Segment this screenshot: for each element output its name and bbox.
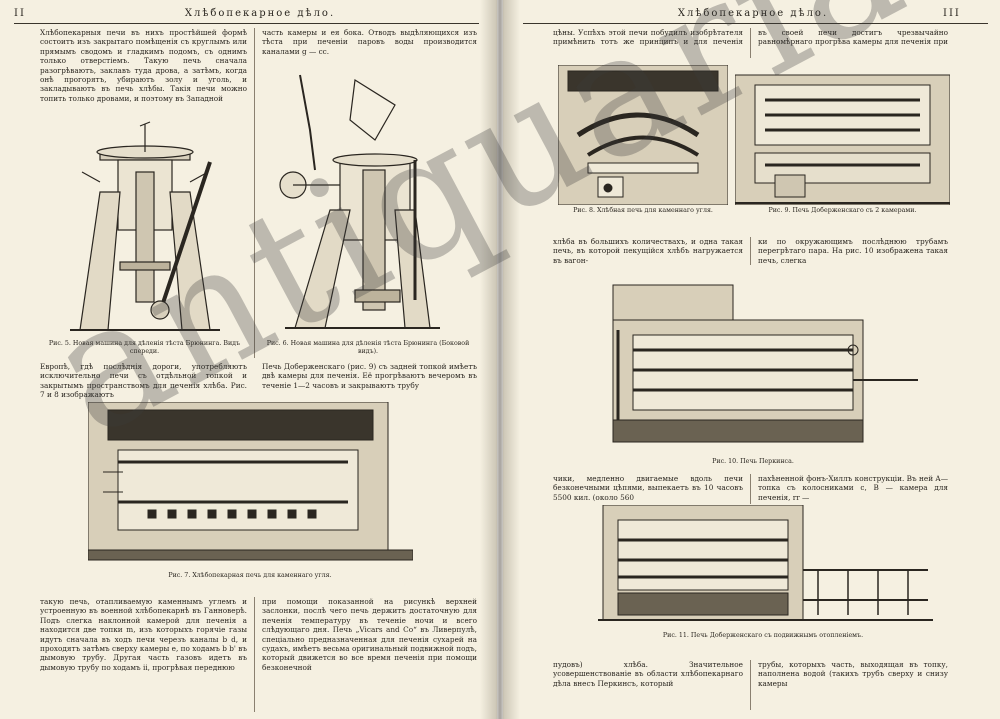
right-col1-bottom: пудовъ) хлѣба. Значительное усовершенств…	[553, 660, 743, 688]
figure-11-caption: Рис. 11. Печь Доберженскаго съ подвижным…	[662, 632, 864, 639]
figure-8-coal-bread-oven	[558, 65, 728, 205]
left-col1-bottom: такую печь, отапливаемую каменнымъ углем…	[40, 597, 247, 672]
column-divider	[254, 28, 255, 358]
left-page-number: II	[14, 8, 26, 19]
left-page: II Хлѣбопекарное дѣло. Хлѣбопекарныя печ…	[0, 0, 497, 719]
right-col2-low: пахѣненной фонъ-Хиллъ конструкціи. Въ не…	[758, 474, 948, 502]
book-gutter	[480, 0, 520, 719]
header-rule	[523, 23, 988, 24]
left-col1-mid: Европѣ, гдѣ послѣднія дороги, употребляю…	[40, 362, 247, 400]
figure-9-caption: Рис. 9. Печь Доберженскаго съ 2 камерами…	[768, 207, 917, 214]
figure-6-dough-divider-side	[279, 74, 440, 329]
right-col1-low: чики, медленно двигаемые вдоль печи безк…	[553, 474, 743, 502]
figure-5-dough-divider-front	[70, 121, 220, 331]
column-divider	[254, 597, 255, 712]
figure-7-coal-bread-oven	[88, 402, 413, 561]
figure-7-caption: Рис. 7. Хлѣбопекарная печь для каменнаго…	[168, 572, 332, 579]
right-page-number: III	[943, 8, 961, 19]
left-col2-bottom: при помощи показанной на рисункѣ верхней…	[262, 597, 477, 672]
right-page: Хлѣбопекарное дѣло. III цѣны. Успѣхъ это…	[503, 0, 1000, 719]
column-divider	[750, 237, 751, 265]
figure-5-caption: Рис. 5. Новая машина для дѣленія тѣста Б…	[48, 340, 241, 355]
left-running-head: Хлѣбопекарное дѣло.	[184, 8, 336, 19]
right-running-head: Хлѣбопекарное дѣло.	[677, 8, 829, 19]
left-col2-mid: Печь Доберженскаго (рис. 9) съ задней то…	[262, 362, 477, 390]
header-rule	[14, 23, 479, 24]
right-col2-mid: ки по окружающимъ послѣднюю трубамъ пере…	[758, 237, 948, 265]
figure-6-caption: Рис. 6. Новая машина для дѣленія тѣста Б…	[266, 340, 470, 355]
column-divider	[750, 660, 751, 710]
column-divider	[750, 28, 751, 58]
figure-8-caption: Рис. 8. Хлѣбная печь для каменнаго угля.	[573, 207, 713, 214]
figure-10-perkins-oven	[612, 284, 918, 443]
figure-10-caption: Рис. 10. Печь Перкинса.	[712, 458, 794, 465]
right-col1-mid: хлѣба въ большихъ количествахъ, и одна т…	[553, 237, 743, 265]
right-col2-bottom: трубы, которыхъ часть, выходящая въ топк…	[758, 660, 948, 688]
left-col1-top: Хлѣбопекарныя печи въ нихъ простѣйшей фо…	[40, 28, 247, 103]
column-divider	[750, 474, 751, 504]
figure-9-dobrzhensky-oven	[735, 74, 950, 205]
right-col2-top: въ своей печи достигъ чрезвычайно равном…	[758, 28, 948, 48]
left-col2-top: часть камеры и ея бока. Отводъ выдѣляющи…	[262, 28, 477, 56]
right-col1-top: цѣны. Успѣхъ этой печи побудилъ изобрѣта…	[553, 28, 743, 48]
figure-11-dobrzhensky-mobile-oven	[598, 505, 933, 621]
